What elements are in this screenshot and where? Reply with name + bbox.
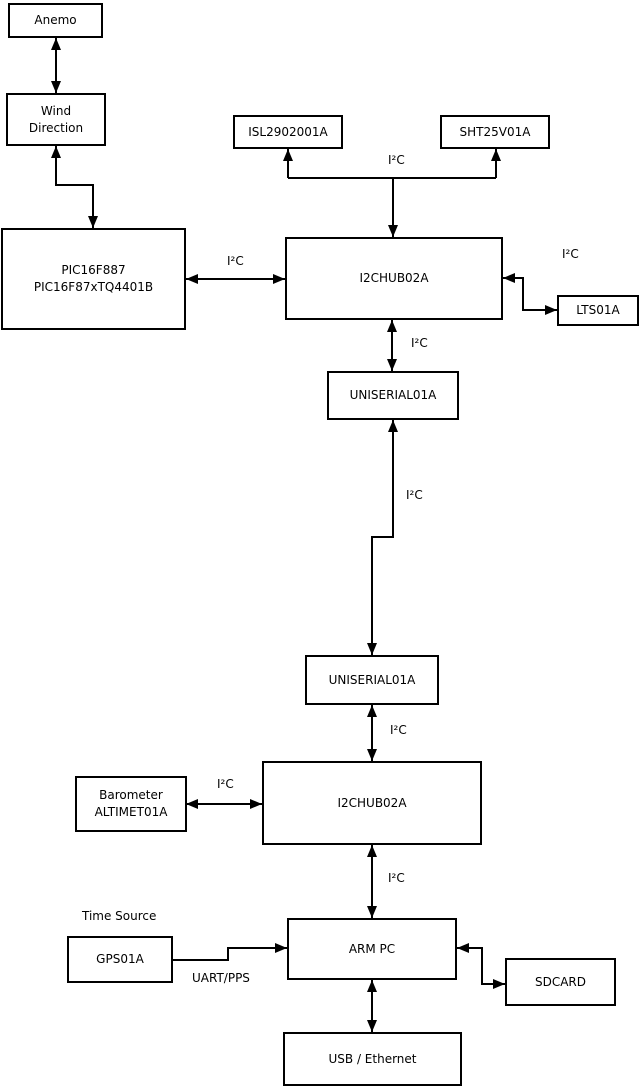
- edge-label-i2c-barometer-hub: I²C: [217, 777, 234, 791]
- edge-label-i2c-bus-top: I²C: [388, 153, 405, 167]
- block-label: I2CHUB02A: [337, 795, 407, 810]
- block-anemo: Anemo: [8, 3, 103, 38]
- block-wind-direction: Wind Direction: [6, 93, 106, 146]
- connector-hub-upper-lts: [503, 273, 557, 315]
- block-uniserial-upper: UNISERIAL01A: [327, 371, 459, 420]
- block-label: Barometer: [99, 788, 163, 803]
- block-barometer: Barometer ALTIMET01A: [75, 776, 187, 832]
- edge-label-i2c-hub-armpc: I²C: [388, 871, 405, 885]
- block-label: LTS01A: [576, 303, 620, 318]
- edge-label-uart-pps: UART/PPS: [192, 971, 250, 985]
- block-label: ALTIMET01A: [94, 805, 168, 819]
- block-uniserial-lower: UNISERIAL01A: [305, 655, 439, 705]
- block-label: ISL2902001A: [248, 124, 328, 139]
- block-label: Anemo: [34, 13, 77, 28]
- block-sht-sensor: SHT25V01A: [440, 115, 550, 149]
- block-label: PIC16F887: [61, 263, 126, 278]
- block-label: GPS01A: [96, 952, 144, 967]
- edge-label-i2c-uniserial-link: I²C: [406, 488, 423, 502]
- block-label: UNISERIAL01A: [328, 672, 416, 687]
- connector-gps-armpc: [173, 943, 287, 961]
- block-label: SDCARD: [534, 974, 587, 989]
- block-usb-ethernet: USB / Ethernet: [283, 1032, 462, 1086]
- block-label: USB / Ethernet: [328, 1051, 417, 1066]
- block-label: PIC16F87xTQ4401B: [33, 280, 154, 294]
- block-label: Direction: [28, 120, 84, 135]
- block-label: I2CHUB02A: [359, 271, 429, 286]
- block-isl-sensor: ISL2902001A: [233, 115, 343, 149]
- block-lts-sensor: LTS01A: [557, 295, 639, 326]
- block-sdcard: SDCARD: [505, 958, 616, 1006]
- block-arm-pc: ARM PC: [287, 918, 457, 980]
- block-label: ARM PC: [348, 941, 396, 956]
- edge-label-i2c-pic-hub: I²C: [227, 254, 244, 268]
- edge-label-i2c-hub-uniserial: I²C: [411, 336, 428, 350]
- connector-armpc-sdcard: [457, 943, 505, 989]
- edge-label-i2c-uniserial-hub-lower: I²C: [390, 723, 407, 737]
- block-i2c-hub-upper: I2CHUB02A: [285, 237, 503, 320]
- block-pic-controller: PIC16F887 PIC16F87xTQ4401B: [1, 228, 186, 330]
- block-i2c-hub-lower: I2CHUB02A: [262, 761, 482, 845]
- edge-label-i2c-hub-lts: I²C: [562, 247, 579, 261]
- connector-uniserial-upper-uniserial-lower: [367, 420, 398, 655]
- label-time-source: Time Source: [82, 909, 157, 923]
- block-label: Wind: [40, 103, 72, 118]
- block-label: UNISERIAL01A: [349, 388, 437, 403]
- block-label: SHT25V01A: [459, 124, 531, 139]
- connector-wind-pic: [51, 146, 98, 228]
- block-gps: GPS01A: [67, 936, 173, 983]
